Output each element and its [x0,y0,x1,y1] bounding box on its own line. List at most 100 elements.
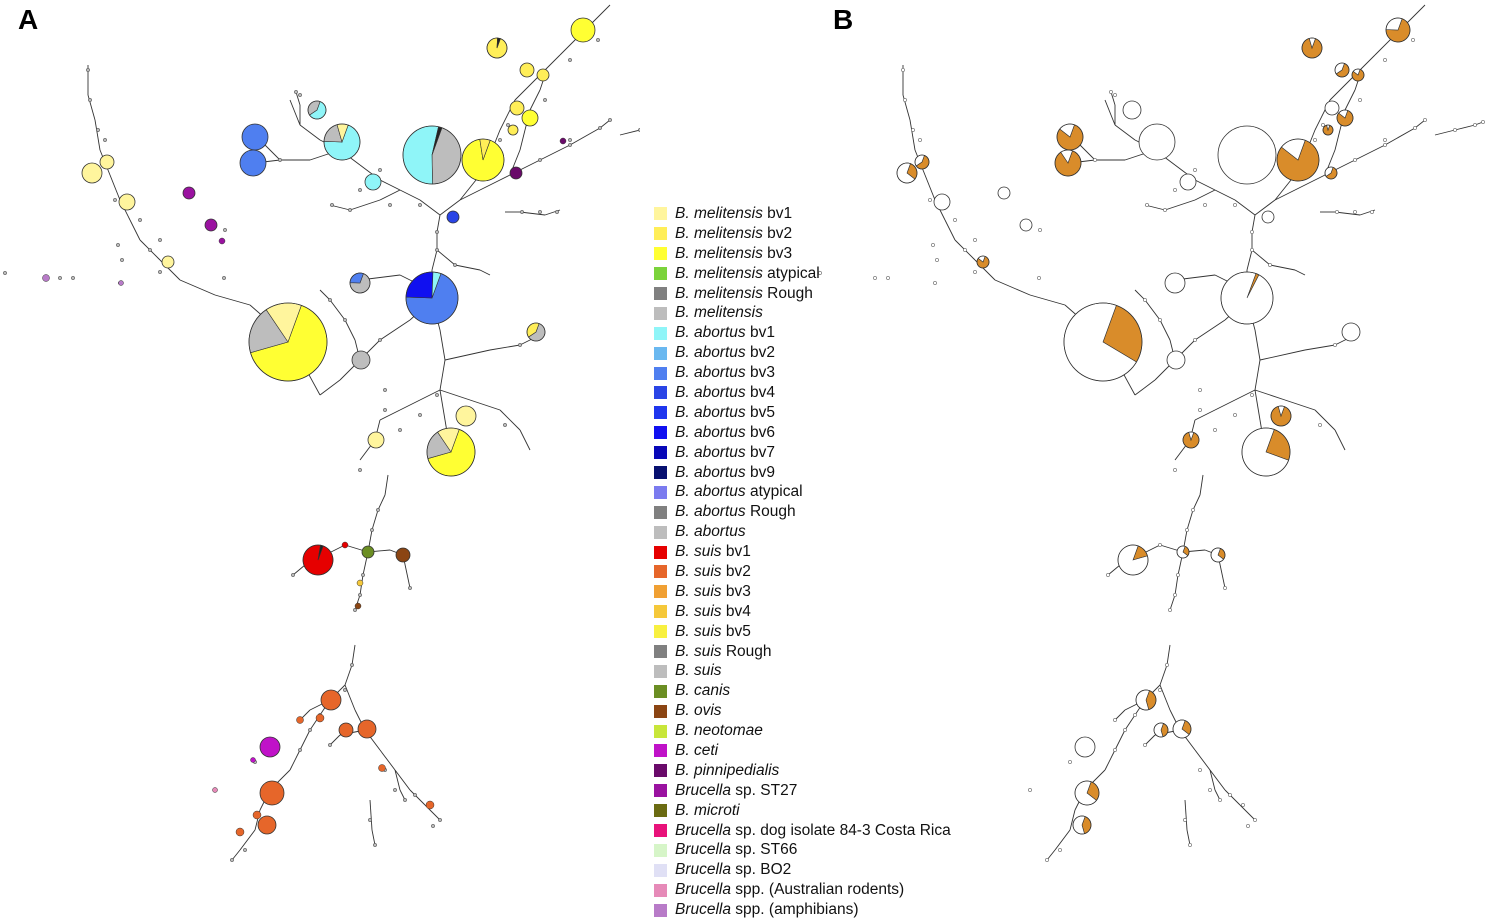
tree-node [1158,543,1162,547]
tree-node [1028,788,1032,792]
tree-edge [1174,274,1216,281]
tree-node [358,593,362,597]
tree-edge [529,89,541,111]
sequence-type-pie [320,689,342,711]
tree-edge [1054,829,1071,851]
legend-swatch [654,664,667,678]
legend-swatch [654,545,667,559]
tree-edge [1254,329,1261,361]
legend-item: B. suis bv3 [654,582,1014,602]
tree-edge [1114,124,1136,141]
tree-edge [1344,89,1356,111]
tree-node [928,198,932,202]
tree-node [291,573,295,577]
sequence-type-pie [1074,736,1096,758]
tree-node [1198,388,1202,392]
sequence-type-pie [446,210,460,224]
tree-node [1038,228,1042,232]
legend-item: B. canis [654,681,1014,701]
tree-edge [599,119,611,129]
legend-item: B. abortus bv7 [654,443,1014,463]
sequence-type-pie [1341,322,1361,342]
sequence-type-pie [338,722,354,738]
tree-edge [1354,74,1361,91]
legend-label: Brucella spp. (amphibians) [675,901,859,919]
tree-edge [1144,734,1156,746]
sequence-type-pie [239,149,267,177]
sequence-type-pie [405,271,459,325]
tree-edge [439,199,461,216]
tree-edge [1224,299,1248,321]
tree-edge [1166,644,1171,666]
sequence-type-pie [1135,689,1157,711]
sequence-type-pie [1336,109,1354,127]
legend-swatch [654,485,667,499]
legend-swatch [654,863,667,877]
legend-label: B. pinnipedialis [675,761,780,779]
legend-swatch [654,724,667,738]
tree-edge [1069,809,1076,831]
legend-swatch [654,366,667,380]
tree-node [383,408,387,412]
sequence-type-pie [1241,427,1291,477]
tree-node [88,98,92,102]
legend-label: B. melitensis Rough [675,284,813,302]
tree-edge [1339,109,1346,131]
tree-node [568,143,572,147]
tree-edge [439,359,446,391]
tree-edge [1224,789,1241,806]
tree-node [158,238,162,242]
tree-node [298,93,302,97]
legend-item: Brucella spp. (Australian rodents) [654,880,1014,900]
tree-edge [909,119,916,151]
tree-node [235,827,245,837]
legend-item: B. suis bv2 [654,562,1014,582]
tree-edge [289,99,301,126]
legend-swatch [654,704,667,718]
tree-edge [1269,264,1296,271]
sequence-type-pie [426,427,476,477]
sequence-type-pie [99,154,115,170]
tree-node [1037,276,1041,280]
tree-node [388,203,392,207]
sequence-type-pie [349,272,371,294]
legend-swatch [654,585,667,599]
tree-node [378,168,382,172]
tree-node [413,793,417,797]
tree-edge [1264,449,1281,471]
tree-node [1188,843,1192,847]
tree-node [343,318,347,322]
tree-edge [1209,769,1226,791]
legend-label: B. suis bv2 [675,562,751,580]
sequence-type-pie [1385,17,1411,43]
legend-label: B. abortus Rough [675,503,796,521]
tree-edge [1134,699,1146,716]
sequence-type-pie [486,37,508,59]
tree-node [348,208,352,212]
minimum-spanning-tree-panel-a [3,4,640,862]
legend-swatch [654,824,667,838]
tree-edge [1124,714,1136,731]
tree-edge [377,494,386,511]
tree-edge [1314,409,1336,431]
tree-edge [1374,29,1401,56]
sequence-type-pie [395,547,411,563]
legend-swatch [654,605,667,619]
tree-node [1045,858,1049,862]
sequence-type-pie [455,405,477,427]
sequence-type-pie [1334,62,1350,78]
tree-edge [439,389,471,401]
sequence-type-pie [204,218,218,232]
tree-node [113,198,117,202]
tree-node [118,280,124,286]
tree-edge [1139,544,1161,556]
tree-node [431,824,435,828]
sequence-type-pie [259,780,285,806]
tree-node [1133,713,1137,717]
tree-edge [1159,664,1168,686]
sequence-type-pie [509,166,523,180]
panel-label-b: B [833,4,854,35]
tree-node [559,137,567,145]
tree-edge [1046,849,1056,861]
